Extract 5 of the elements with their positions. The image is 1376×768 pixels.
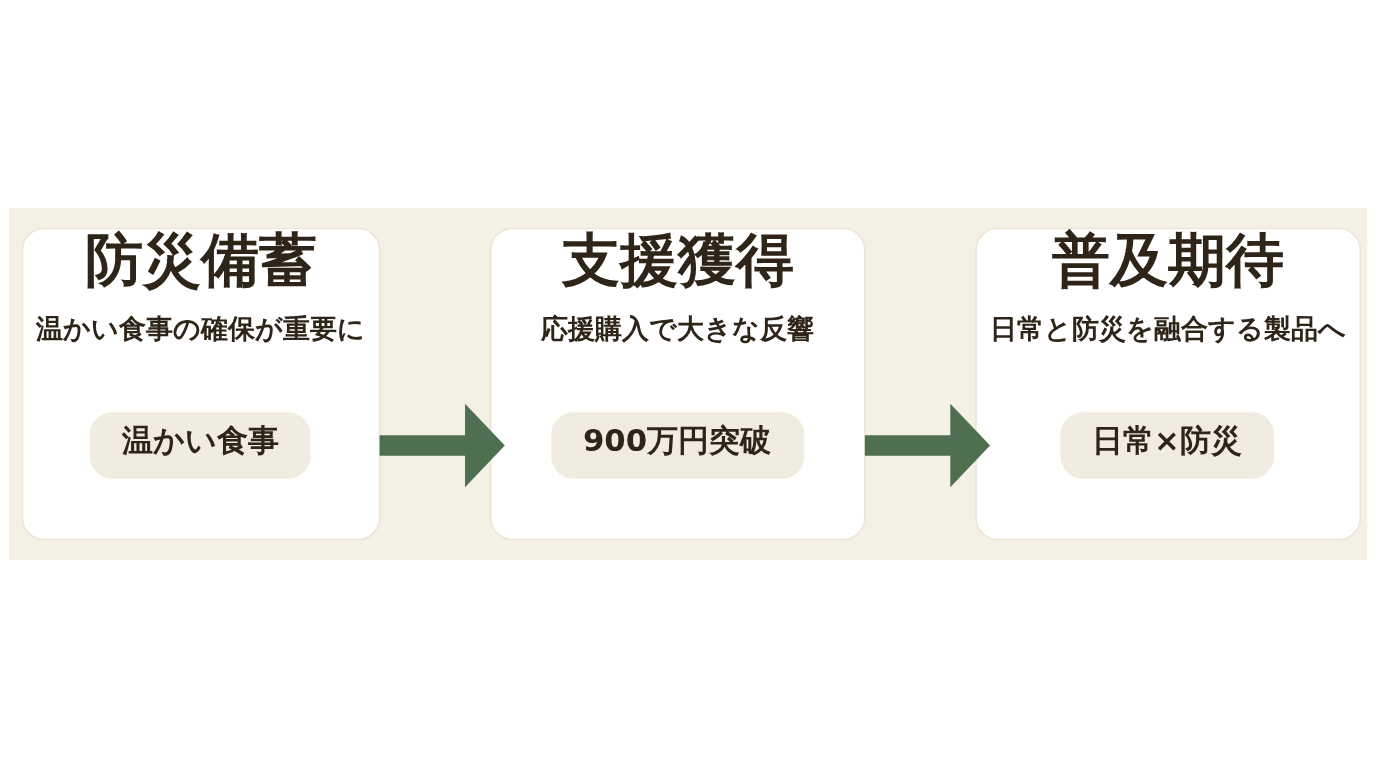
- node-box: 900万円突破: [551, 412, 805, 479]
- arrow: [864, 403, 991, 488]
- arrow: [379, 403, 505, 488]
- node-box: 温かい食事: [89, 412, 311, 479]
- node-box: 日常×防災: [1060, 412, 1275, 479]
